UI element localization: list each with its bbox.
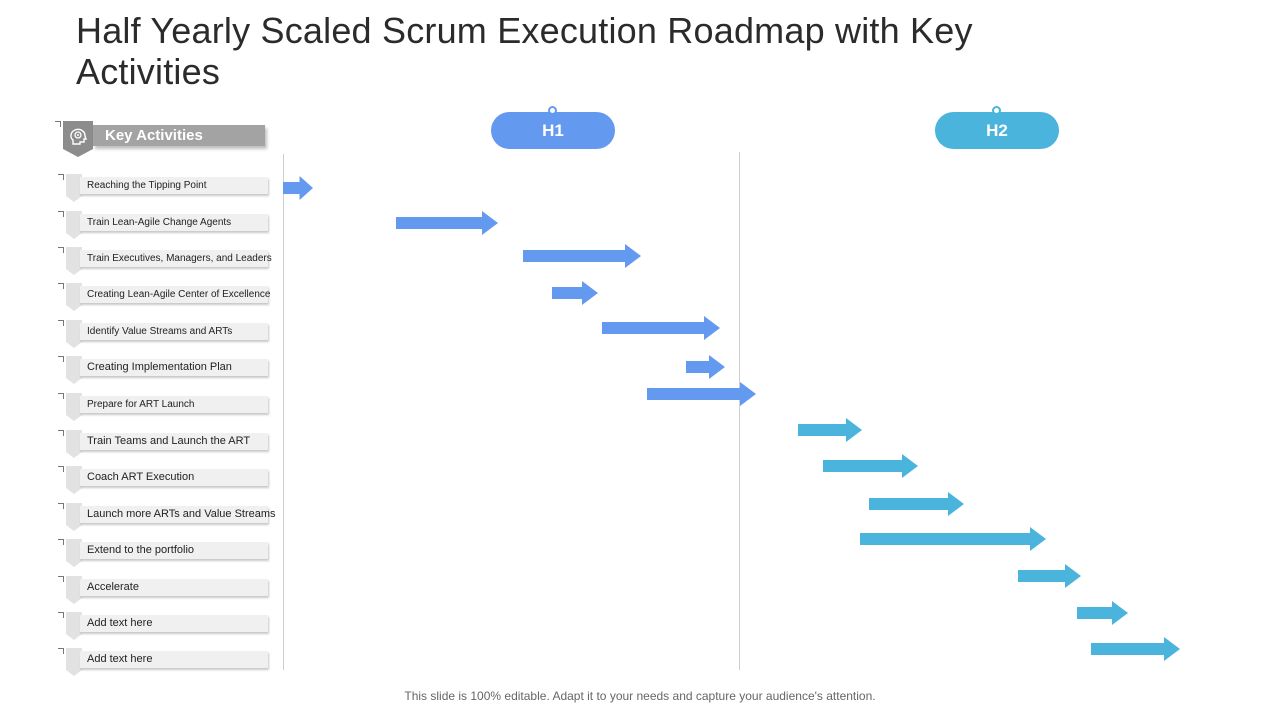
activity-arrow bbox=[1091, 637, 1180, 661]
activity-arrow bbox=[798, 418, 862, 442]
activity-arrow bbox=[869, 492, 964, 516]
row-tag bbox=[66, 539, 82, 567]
pill-hanger-h1 bbox=[548, 106, 557, 115]
activity-label: Train Teams and Launch the ART bbox=[80, 433, 268, 450]
activity-arrow bbox=[686, 355, 725, 379]
activity-label: Prepare for ART Launch bbox=[80, 396, 268, 413]
row-tag bbox=[66, 612, 82, 640]
corner-mark bbox=[58, 576, 64, 582]
corner-mark bbox=[58, 393, 64, 399]
activity-arrow bbox=[1018, 564, 1081, 588]
activity-label: Train Executives, Managers, and Leaders bbox=[80, 250, 272, 267]
activity-label: Coach ART Execution bbox=[80, 469, 268, 486]
row-tag bbox=[66, 393, 82, 421]
corner-mark bbox=[58, 648, 64, 654]
pill-hanger-h2 bbox=[992, 106, 1001, 115]
corner-mark bbox=[58, 539, 64, 545]
corner-mark bbox=[58, 283, 64, 289]
activity-label: Extend to the portfolio bbox=[80, 542, 268, 559]
activity-arrow bbox=[823, 454, 918, 478]
activity-label: Add text here bbox=[80, 615, 268, 632]
activity-label: Train Lean-Agile Change Agents bbox=[80, 214, 268, 231]
corner-mark bbox=[58, 356, 64, 362]
slide-title: Half Yearly Scaled Scrum Execution Roadm… bbox=[76, 10, 973, 92]
corner-mark bbox=[55, 121, 61, 127]
head-gear-icon bbox=[70, 128, 87, 145]
activity-label: Add text here bbox=[80, 651, 268, 668]
activity-arrow bbox=[602, 316, 720, 340]
activity-arrow bbox=[523, 244, 641, 268]
row-tag bbox=[66, 247, 82, 275]
slide-footer: This slide is 100% editable. Adapt it to… bbox=[404, 689, 876, 703]
timeline-axis-line bbox=[283, 154, 284, 670]
corner-mark bbox=[58, 612, 64, 618]
row-tag bbox=[66, 174, 82, 202]
row-tag bbox=[66, 320, 82, 348]
header-tag bbox=[63, 121, 93, 157]
activity-label: Identify Value Streams and ARTs bbox=[80, 323, 268, 340]
row-tag bbox=[66, 430, 82, 458]
activity-arrow bbox=[552, 281, 598, 305]
row-tag bbox=[66, 648, 82, 676]
activity-arrow bbox=[396, 211, 498, 235]
row-tag bbox=[66, 283, 82, 311]
activity-label: Launch more ARTs and Value Streams bbox=[80, 506, 276, 523]
activity-arrow bbox=[283, 176, 313, 200]
period-pill-h1: H1 bbox=[491, 112, 615, 149]
corner-mark bbox=[58, 466, 64, 472]
corner-mark bbox=[58, 247, 64, 253]
period-pill-h2: H2 bbox=[935, 112, 1059, 149]
corner-mark bbox=[58, 320, 64, 326]
row-tag bbox=[66, 503, 82, 531]
row-tag bbox=[66, 211, 82, 239]
activity-arrow bbox=[1077, 601, 1128, 625]
activity-label: Accelerate bbox=[80, 579, 268, 596]
row-tag bbox=[66, 576, 82, 604]
corner-mark bbox=[58, 430, 64, 436]
activity-label: Reaching the Tipping Point bbox=[80, 177, 268, 194]
key-activities-header: Key Activities bbox=[93, 125, 265, 146]
corner-mark bbox=[58, 174, 64, 180]
corner-mark bbox=[58, 503, 64, 509]
corner-mark bbox=[58, 211, 64, 217]
period-divider-line bbox=[739, 152, 740, 670]
activity-label: Creating Lean-Agile Center of Excellence bbox=[80, 286, 270, 303]
activity-arrow bbox=[647, 382, 756, 406]
activity-arrow bbox=[860, 527, 1046, 551]
row-tag bbox=[66, 356, 82, 384]
activity-label: Creating Implementation Plan bbox=[80, 359, 268, 376]
row-tag bbox=[66, 466, 82, 494]
